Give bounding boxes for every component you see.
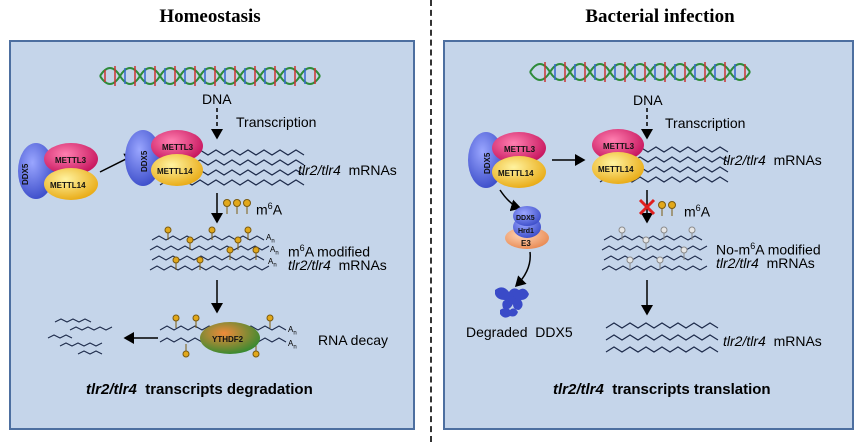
- panel-divider: [430, 0, 432, 442]
- degraded-rna-fragments-left: [47, 318, 113, 355]
- final-mrnas-right: [605, 322, 719, 353]
- mettl3-label-bound-left: METTL3: [162, 143, 194, 152]
- ddx5-label-e3-complex: DDX5: [516, 215, 535, 222]
- m6a-modified-mrnas-left: [149, 235, 270, 271]
- mrna-label-left: tlr2/tlr4 mRNAs: [298, 162, 397, 178]
- dna-helix-left: [99, 66, 321, 86]
- empty-pins-right: [618, 226, 696, 270]
- bacterial-infection-footer: tlr2/tlr4 transcripts translation: [553, 381, 771, 398]
- m6a-pins-on-mrna-left: [164, 226, 260, 270]
- m6a-label-right: m6A: [684, 203, 711, 220]
- poly-a-tail-5: An: [288, 339, 297, 351]
- bacterial-infection-title: Bacterial infection: [585, 6, 735, 27]
- mettl14-label-bound-right: METTL14: [598, 165, 634, 174]
- mettl3-label-free-left: METTL3: [55, 156, 87, 165]
- degradation-arrow-2: [514, 251, 531, 288]
- transcription-label-right: Transcription: [665, 115, 746, 131]
- hrd1-label: Hrd1: [518, 228, 534, 235]
- mrna-label-right: tlr2/tlr4 mRNAs: [723, 152, 822, 168]
- ddx5-label-free-left: DDX5: [21, 163, 30, 185]
- poly-a-tail-3: An: [268, 257, 277, 269]
- m6a-mark-icons-right: [658, 201, 676, 216]
- mettl-complex-bound-right: [592, 129, 644, 184]
- poly-a-tail-2: An: [270, 245, 279, 257]
- mettl3-label-bound-right: METTL3: [603, 142, 635, 151]
- dna-label-left: DNA: [202, 91, 232, 107]
- m6a-modified-label-line2: tlr2/tlr4 mRNAs: [288, 257, 387, 273]
- degradation-arrow-1: [499, 189, 522, 212]
- m6a-label-left: m6A: [256, 201, 283, 218]
- transcription-label-left: Transcription: [236, 114, 317, 130]
- e3-label: E3: [521, 239, 531, 248]
- m6a-pins-decay-left: [172, 314, 274, 358]
- no-m6a-label-line1: No-m6A modified: [716, 241, 821, 258]
- no-m6a-label-line2: tlr2/tlr4 mRNAs: [716, 255, 815, 271]
- ythdf2-label: YTHDF2: [212, 335, 244, 344]
- mettl3-label-free-right: METTL3: [504, 145, 536, 154]
- dna-label-right: DNA: [633, 92, 663, 108]
- blocked-x-icon: [638, 198, 656, 216]
- ythdf2-protein: [200, 322, 260, 354]
- homeostasis-footer: tlr2/tlr4 transcripts degradation: [86, 381, 313, 398]
- ddx5-mettl-complex-free-left: [18, 143, 98, 200]
- ddx5-mettl-complex-bound-left: [125, 130, 203, 186]
- degraded-ddx5-icon: [495, 287, 529, 318]
- mettl14-label-free-right: METTL14: [498, 169, 534, 178]
- ddx5-mettl-complex-free-right: [468, 132, 546, 188]
- ddx5-label-free-right: DDX5: [483, 152, 492, 174]
- poly-a-tail-1: An: [266, 233, 275, 245]
- mettl14-label-free-left: METTL14: [50, 181, 86, 190]
- m6a-mark-icons-left: [223, 199, 251, 214]
- ddx5-hrd1-e3-complex: [505, 206, 549, 249]
- ddx5-label-bound-left: DDX5: [140, 150, 149, 172]
- poly-a-tail-4: An: [288, 325, 297, 337]
- degraded-ddx5-label: Degraded DDX5: [466, 324, 573, 340]
- dna-helix-right: [529, 62, 751, 82]
- final-mrna-label-right: tlr2/tlr4 mRNAs: [723, 333, 822, 349]
- unmodified-mrnas-right: [601, 235, 708, 271]
- mettl14-label-bound-left: METTL14: [157, 167, 193, 176]
- m6a-modified-label-line1: m6A modified: [288, 243, 371, 260]
- rna-decay-label: RNA decay: [318, 332, 389, 348]
- homeostasis-title: Homeostasis: [159, 6, 261, 27]
